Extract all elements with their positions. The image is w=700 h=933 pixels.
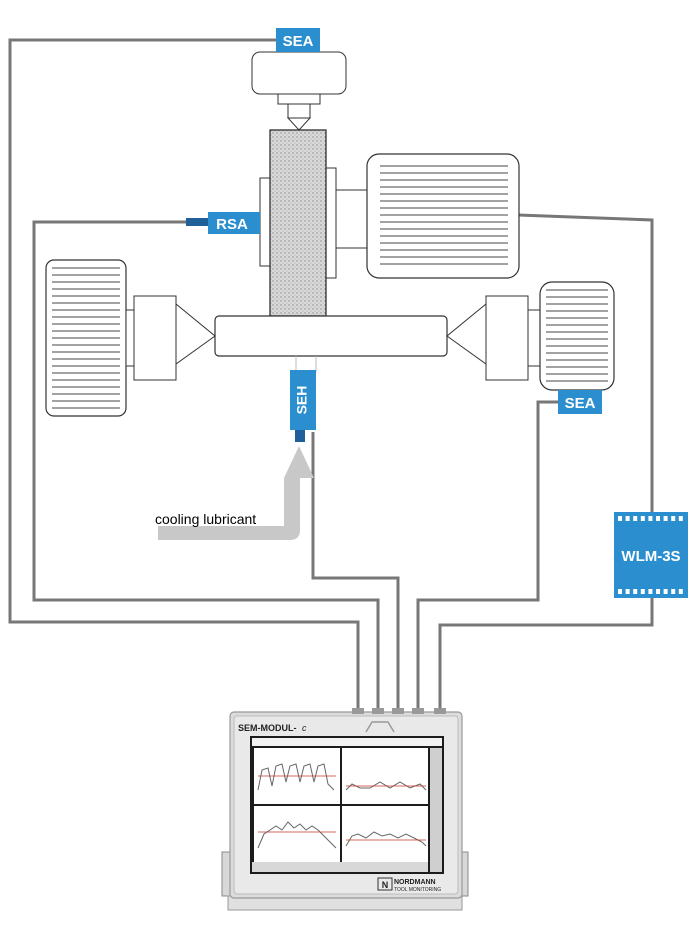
sensor-rsa-label: RSA [216,216,248,233]
cooling-lubricant-arrow [158,446,314,540]
screen-chart-1 [254,748,340,804]
sem-modul-device: SEM-MODUL- c [221,708,469,911]
sensor-seh-label: SEH [294,386,310,415]
top-motor [251,51,347,131]
device-maker-sub: TOOL MONITORING [394,887,441,893]
wire-rsa [32,220,380,712]
device-brand: SEM-MODUL- [238,723,297,733]
left-motor [45,259,216,417]
sensor-sea-right: SEA [558,390,602,414]
wires [8,38,654,712]
device-brand-suffix: c [302,723,307,733]
screen-chart-3 [254,806,340,862]
device-maker: NORDMANN [394,879,436,886]
wire-sea-right [416,400,558,712]
wire-wlm-device [438,598,654,712]
wlm-module-label: WLM-3S [621,548,680,565]
workpiece-shaft [214,315,448,357]
wlm-module: WLM-3S [614,512,688,598]
cooling-lubricant-label: cooling lubricant [155,511,256,527]
sensor-seh: SEH [290,370,316,442]
sensor-sea-right-label: SEA [565,395,596,412]
sensor-sea-top-label: SEA [283,33,314,50]
grinding-wheel [259,129,337,317]
wire-seh [311,432,400,712]
screen-chart-4 [342,806,428,862]
sensor-rsa: RSA [186,212,260,234]
wire-motor-wlm [517,213,654,512]
wire-sea-top [8,38,360,712]
screen-chart-2 [342,748,428,804]
right-upper-motor [335,153,520,279]
right-motor [446,281,615,391]
sensor-sea-top: SEA [276,28,320,52]
maker-logo-icon: N [382,880,389,890]
